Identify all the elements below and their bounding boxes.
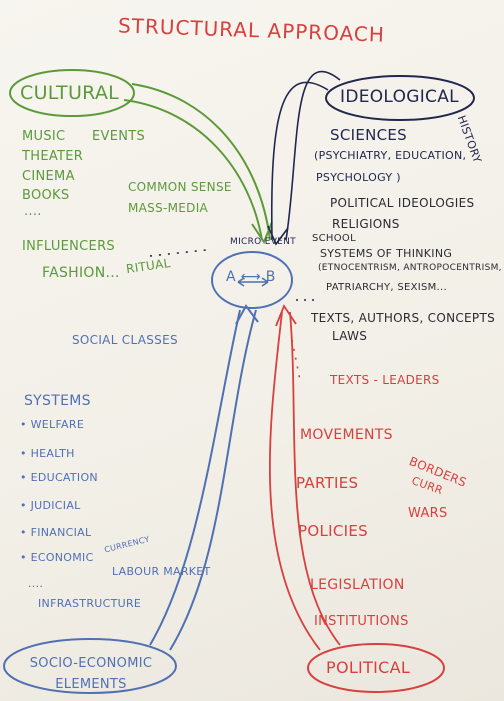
ideological-arrow-2: [285, 71, 341, 241]
system-education: • EDUCATION: [20, 471, 98, 484]
system-economic: • ECONOMIC: [20, 551, 94, 564]
ideological-item-patriarchy: PATRIARCHY, SEXISM...: [326, 282, 447, 293]
system-financial: • FINANCIAL: [20, 526, 92, 539]
political-arrow-2: [289, 311, 341, 646]
ideological-item-political-ideologies: POLITICAL IDEOLOGIES: [330, 196, 475, 210]
ideological-arrow: [270, 81, 329, 241]
system-welfare: • WELFARE: [20, 418, 85, 431]
ideological-ellipse: [325, 75, 475, 121]
cultural-ellipse: [9, 69, 135, 117]
socio-ellipsis: ....: [28, 577, 44, 590]
ideological-item-psychology: PSYCHOLOGY ): [316, 171, 401, 184]
micro-event-label: MICRO EVENT: [230, 237, 296, 247]
ideological-item-religions: RELIGIONS: [332, 217, 400, 231]
cultural-item-mass-media: MASS-MEDIA: [128, 201, 209, 215]
political-item-texts-leaders: TEXTS - LEADERS: [330, 373, 440, 387]
political-item-wars: WARS: [408, 506, 448, 521]
political-item-movements: MOVEMENTS: [300, 427, 393, 443]
socio-economic-heading: SOCIO-ECONOMIC ELEMENTS: [16, 654, 166, 696]
political-item-parties: PARTIES: [296, 474, 359, 492]
political-item-policies: POLICIES: [298, 522, 368, 540]
cultural-item-influencers: INFLUENCERS: [22, 239, 115, 254]
ideological-arrowhead: [267, 225, 289, 246]
cultural-item-common-sense: COMMON SENSE: [128, 180, 232, 194]
infrastructure-label: INFRASTRUCTURE: [38, 597, 142, 610]
political-item-institutions: INSTITUTIONS: [314, 614, 409, 629]
ideological-item-sciences: SCIENCES: [330, 126, 407, 144]
socio-arrow: [149, 309, 241, 646]
cultural-item-events: EVENTS: [92, 129, 146, 144]
ideological-item-systems-detail: (ETNOCENTRISM, ANTROPOCENTRISM,: [318, 263, 502, 273]
socio-economic-heading-text: SOCIO-ECONOMIC ELEMENTS: [29, 656, 153, 692]
cultural-item-books: BOOKS: [22, 188, 70, 203]
ideological-heading: IDEOLOGICAL: [340, 87, 459, 107]
center-circle: [211, 251, 293, 309]
ideological-item-laws: LAWS: [332, 329, 368, 343]
social-classes-label: SOCIAL CLASSES: [72, 333, 178, 347]
ideological-item-sciences-detail: (PSYCHIATRY, EDUCATION,: [314, 149, 467, 162]
cultural-item-theater: THEATER: [22, 149, 84, 164]
system-judicial: • JUDICIAL: [20, 499, 81, 512]
cultural-arrow-2: [131, 83, 271, 241]
socio-arrowhead: [235, 304, 259, 325]
cultural-item-fashion: FASHION...: [42, 265, 120, 281]
political-arrow: [268, 311, 321, 651]
socio-arrow-2: [169, 309, 257, 651]
ideological-item-school: SCHOOL: [312, 233, 356, 244]
relation-label: A ⟷ B: [226, 269, 276, 285]
labor-market-label: LABOUR MARKET: [112, 565, 211, 578]
ideological-item-texts: TEXTS, AUTHORS, CONCEPTS: [311, 311, 496, 325]
political-arrowhead: [275, 304, 297, 327]
cultural-heading: CULTURAL: [20, 82, 120, 104]
political-heading: POLITICAL: [326, 658, 411, 677]
cultural-item-music: MUSIC: [22, 129, 66, 144]
cultural-item-ellipsis: ....: [24, 204, 42, 219]
political-item-legislation: LEGISLATION: [310, 577, 405, 593]
dots-left: [149, 249, 207, 257]
ideological-item-systems: SYSTEMS OF THINKING: [320, 247, 453, 260]
relation-arrow: [237, 277, 269, 287]
system-health: • HEALTH: [20, 447, 75, 460]
political-ellipse: [307, 643, 445, 693]
cultural-arrow: [123, 99, 263, 241]
socio-economic-ellipse: [3, 638, 177, 694]
cultural-item-cinema: CINEMA: [22, 169, 75, 184]
systems-heading: SYSTEMS: [24, 393, 91, 409]
